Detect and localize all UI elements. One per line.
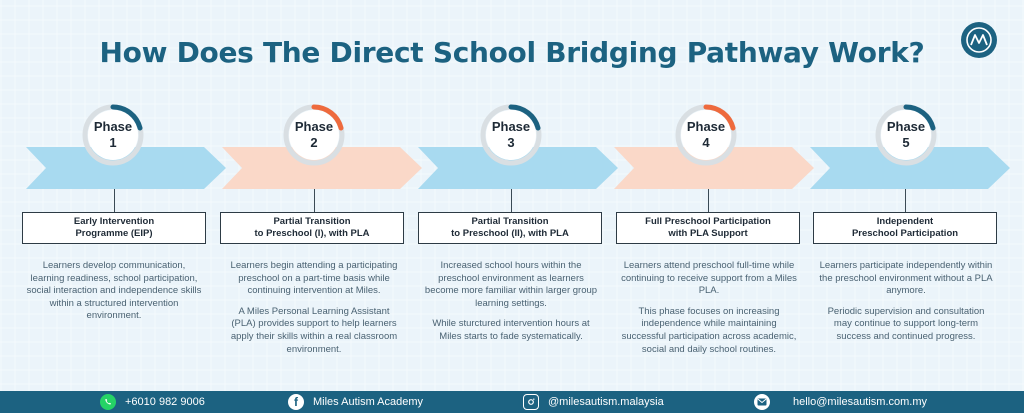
phase-2-arrow: [222, 147, 422, 189]
phase-1-arrow: [26, 147, 226, 189]
phase-3-title-line1: Partial Transition: [471, 216, 549, 227]
phase-5-number: 5: [902, 135, 910, 150]
instagram-contact[interactable]: @milesautism.malaysia: [523, 394, 664, 410]
phone-number: +6010 982 9006: [125, 396, 205, 408]
phase-2-title-line1: Partial Transition: [273, 216, 351, 227]
phase-2-badge: Phase 2: [283, 104, 345, 166]
facebook-contact[interactable]: f Miles Autism Academy: [288, 394, 423, 410]
phase-4-title-line1: Full Preschool Participation: [645, 216, 771, 227]
instagram-handle: @milesautism.malaysia: [548, 396, 664, 408]
phase-5-badge: Phase 5: [875, 104, 937, 166]
phase-2-word: Phase: [294, 119, 334, 134]
email-icon: [754, 394, 770, 410]
phase-1-connector: [114, 189, 115, 213]
phase-4-paragraph-2: This phase focuses on increasing indepen…: [621, 305, 797, 355]
phase-4-title-box: Full Preschool Participation with PLA Su…: [616, 212, 800, 244]
phase-1-title-line1: Early Intervention: [73, 216, 155, 227]
miles-logo-icon: [961, 22, 997, 58]
phase-3-title-line2: to Preschool (II), with PLA: [451, 228, 569, 239]
phase-3-badge: Phase 3: [480, 104, 542, 166]
phase-3-title-box: Partial Transition to Preschool (II), wi…: [418, 212, 602, 244]
phase-5-title-line2: Preschool Participation: [851, 228, 959, 239]
page-title: How Does The Direct School Bridging Path…: [99, 36, 925, 69]
contact-footer: +6010 982 9006 f Miles Autism Academy @m…: [0, 391, 1024, 413]
phase-3-paragraph-2: While sturctured intervention hours at M…: [432, 318, 590, 342]
phase-5-title-line1: Independent: [876, 216, 934, 227]
phone-contact[interactable]: +6010 982 9006: [100, 394, 205, 410]
phase-5-word: Phase: [886, 119, 926, 134]
email-contact[interactable]: hello@milesautism.com.my: [754, 394, 927, 410]
phase-4-connector: [708, 189, 709, 213]
phase-4-arrow: [614, 147, 814, 189]
whatsapp-icon: [100, 394, 116, 410]
phase-3-paragraph-1: Increased school hours within the presch…: [424, 260, 598, 309]
phase-1-description: Learners develop communication, learning…: [26, 260, 202, 323]
phase-5-paragraph-2: Periodic supervision and consultation ma…: [827, 305, 985, 342]
facebook-name: Miles Autism Academy: [313, 396, 424, 408]
phase-2-title-box: Partial Transition to Preschool (I), wit…: [220, 212, 404, 244]
phase-3-arrow: [418, 147, 618, 189]
phase-4-description: Learners attend preschool full-time whil…: [621, 260, 797, 356]
phase-1-badge: Phase 1: [82, 104, 144, 166]
phase-4-paragraph-1: Learners attend preschool full-time whil…: [621, 260, 797, 297]
phase-5-paragraph-1: Learners participate independently withi…: [819, 260, 993, 297]
phase-3-number: 3: [507, 135, 515, 150]
phase-1-title-box: Early Intervention Programme (EIP): [22, 212, 206, 244]
phase-4-title-line2: with PLA Support: [668, 228, 748, 239]
phase-4-badge: Phase 4: [675, 104, 737, 166]
phase-1-title-line2: Programme (EIP): [75, 228, 153, 239]
phase-4-word: Phase: [686, 119, 726, 134]
phase-5-title-box: Independent Preschool Participation: [813, 212, 997, 244]
facebook-icon: f: [288, 394, 304, 410]
phase-2-description: Learners begin attending a participating…: [226, 260, 402, 356]
phase-5-description: Learners participate independently withi…: [818, 260, 994, 344]
phase-4-number: 4: [702, 135, 710, 150]
phase-3-description: Increased school hours within the presch…: [423, 260, 599, 344]
phase-5-arrow: [810, 147, 1010, 189]
phase-3-connector: [511, 189, 512, 213]
phase-2-paragraph-2: A Miles Personal Learning Assistant (PLA…: [230, 305, 398, 355]
phase-2-connector: [314, 189, 315, 213]
phase-1-paragraph-1: Learners develop communication, learning…: [26, 260, 202, 322]
phase-5-connector: [905, 189, 906, 213]
phase-1-number: 1: [109, 135, 117, 150]
instagram-icon: [523, 394, 539, 410]
phase-1-word: Phase: [93, 119, 133, 134]
phase-2-title-line2: to Preschool (I), with PLA: [254, 228, 370, 239]
phase-2-paragraph-1: Learners begin attending a participating…: [230, 260, 398, 297]
phase-2-number: 2: [310, 135, 318, 150]
email-address: hello@milesautism.com.my: [793, 396, 928, 408]
phase-3-word: Phase: [491, 119, 531, 134]
